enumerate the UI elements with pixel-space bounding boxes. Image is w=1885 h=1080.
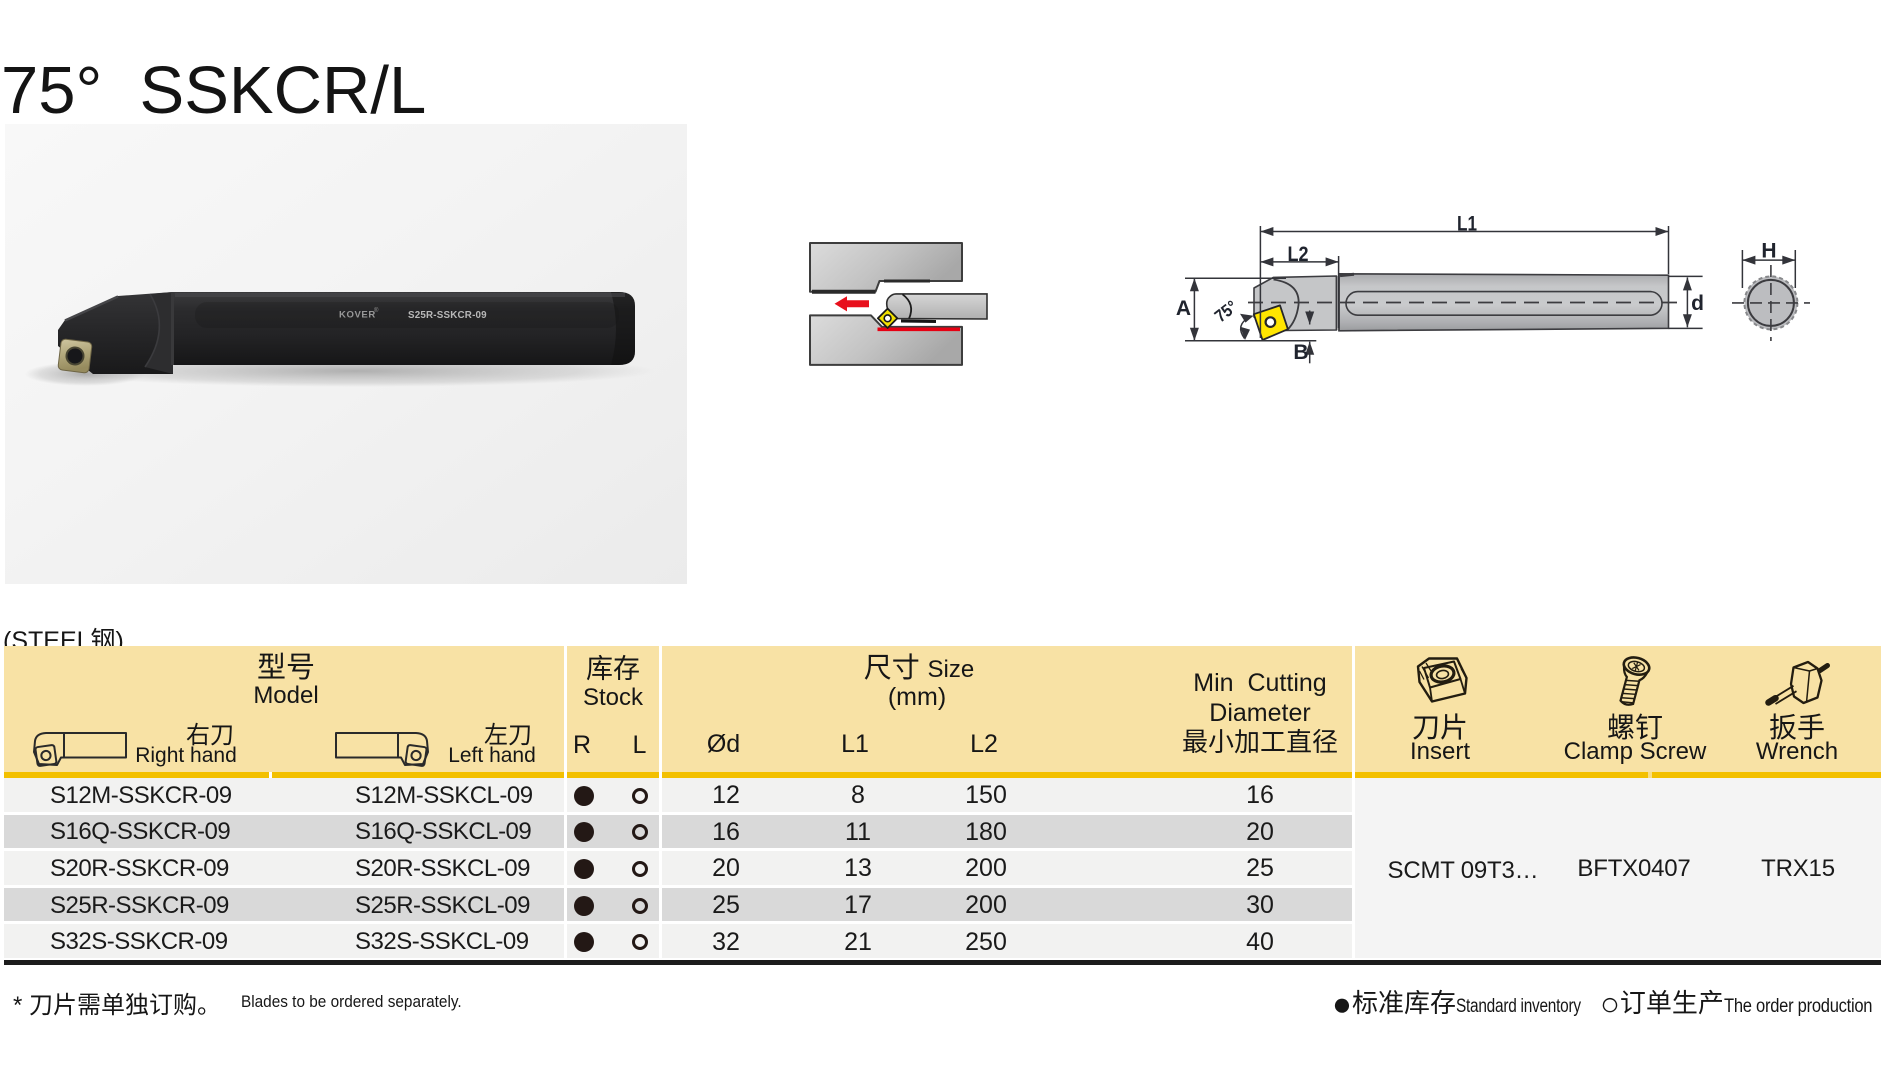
svg-text:75°: 75°	[1211, 296, 1241, 326]
svg-text:B: B	[1293, 341, 1308, 364]
svg-text:L2: L2	[1288, 243, 1309, 266]
svg-text:KOVER: KOVER	[339, 310, 376, 321]
svg-text:®: ®	[374, 307, 379, 314]
svg-text:d: d	[1691, 292, 1704, 315]
svg-text:S25R-SSKCR-09: S25R-SSKCR-09	[408, 310, 487, 321]
svg-text:A: A	[1176, 297, 1191, 320]
svg-text:L1: L1	[1457, 213, 1477, 236]
svg-text:H: H	[1761, 240, 1776, 263]
